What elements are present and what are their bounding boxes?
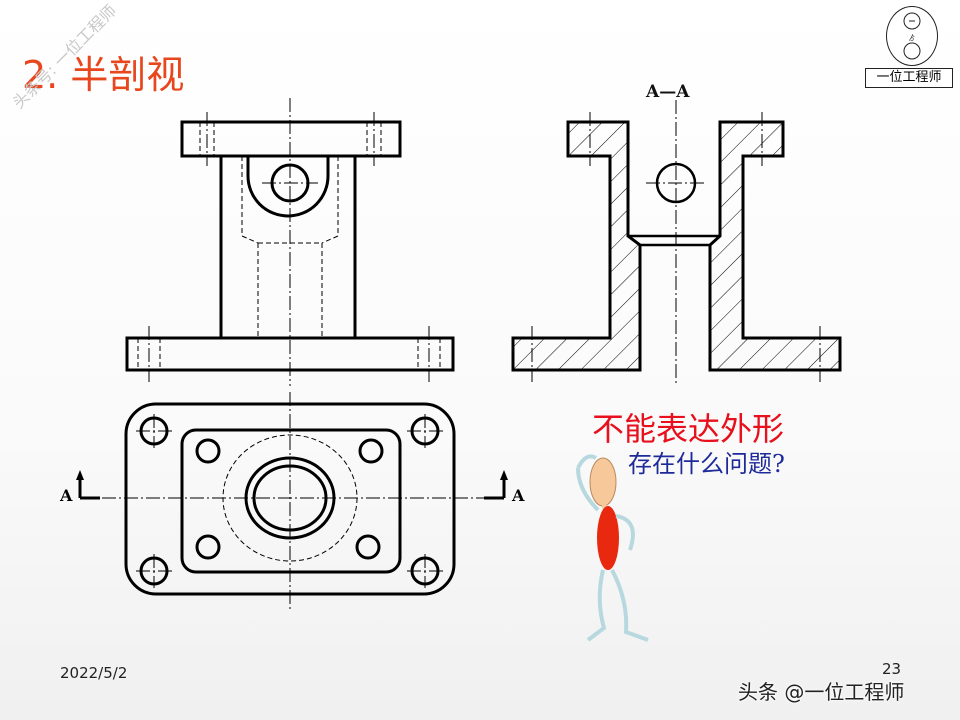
front-u-slot <box>246 156 330 218</box>
bottom-watermark: 头条 @一位工程师 <box>738 680 905 704</box>
cut-label-left: A <box>60 486 73 505</box>
section-view-label: A—A <box>646 82 690 102</box>
slide-title: 2. 半剖视 <box>22 53 185 97</box>
callout-sub: 存在什么问题? <box>628 450 785 478</box>
thinking-figure-icon <box>576 454 649 642</box>
cut-plane-markers <box>78 478 506 500</box>
front-hidden-lines <box>137 122 441 370</box>
cut-label-right: A <box>512 486 525 505</box>
top-flange-outline <box>180 428 402 574</box>
page-number: 23 <box>882 660 902 678</box>
logo: ゟ 一位工程师 <box>865 6 953 88</box>
section-left-wall <box>511 120 642 372</box>
callout-main: 不能表达外形 <box>592 410 785 448</box>
section-right-wall <box>708 120 842 372</box>
section-view <box>511 100 842 386</box>
front-centerlines <box>148 98 430 386</box>
front-top-flange <box>180 120 402 158</box>
top-centerlines <box>102 392 490 610</box>
cut-plane-arrows <box>76 470 508 480</box>
logo-text: 一位工程师 <box>865 68 953 88</box>
svg-text:ゟ: ゟ <box>909 33 916 42</box>
slide-date: 2022/5/2 <box>60 664 128 682</box>
logo-emblem-icon: ゟ <box>886 6 938 66</box>
